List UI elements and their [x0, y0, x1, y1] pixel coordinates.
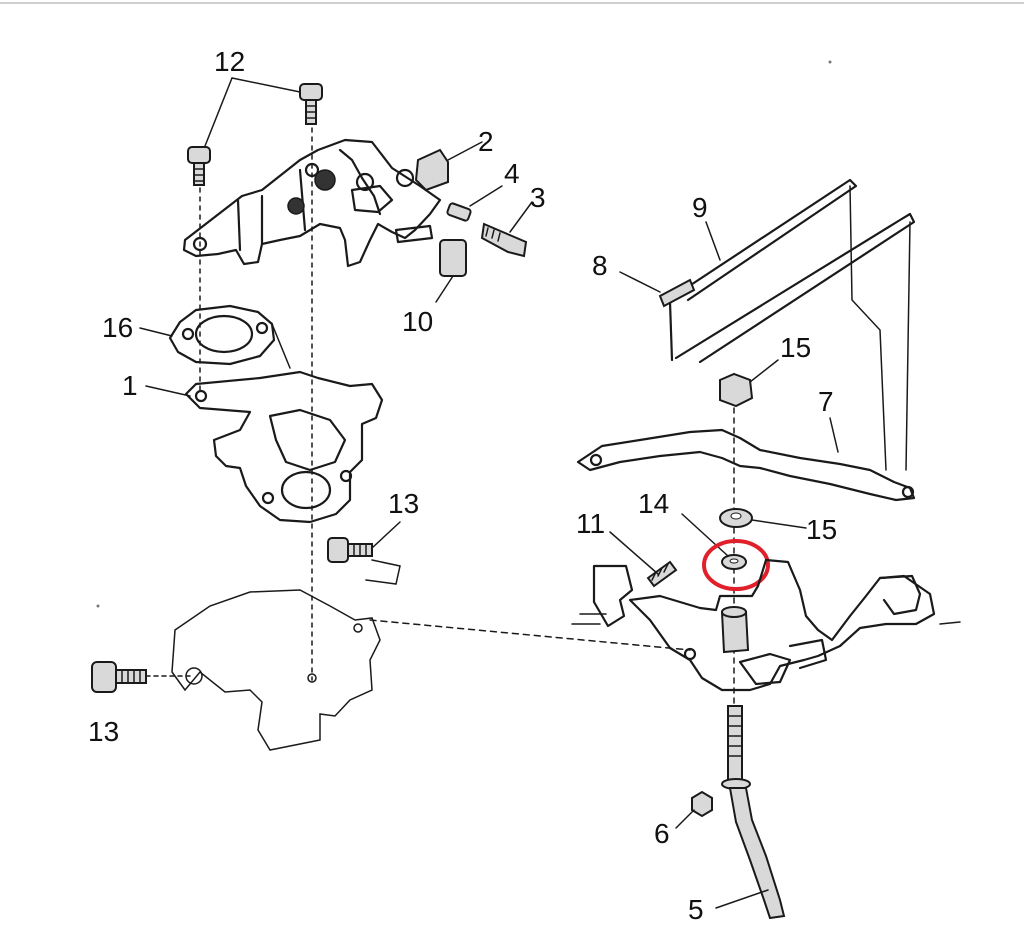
callout-15-upper: 15	[780, 332, 812, 363]
callout-16: 16	[102, 312, 134, 343]
part-10-cap	[435, 239, 467, 303]
part-16-gasket	[139, 304, 291, 369]
bolt-12-right	[299, 83, 323, 125]
control-bracket	[182, 77, 442, 681]
callout-3: 3	[530, 182, 546, 213]
part-5-shaft	[715, 705, 786, 920]
callout-7: 7	[818, 386, 834, 417]
callout-1: 1	[122, 370, 138, 401]
callout-8: 8	[592, 250, 608, 281]
part-8-9-link	[619, 178, 916, 471]
bolt-13-lower	[91, 661, 191, 693]
part-15-washer-lower	[719, 508, 807, 529]
part-6-nut	[675, 790, 713, 829]
governor-base	[571, 558, 961, 692]
part-4-spring	[446, 185, 503, 222]
bolt-13-upper	[327, 521, 401, 585]
bolt-12-left	[187, 146, 211, 186]
callout-13-lower: 13	[88, 716, 120, 747]
part-7-lever	[576, 417, 916, 502]
callout-4: 4	[504, 158, 520, 189]
engine-housing-left	[171, 589, 381, 751]
highlight-circle	[702, 539, 770, 591]
callout-10: 10	[402, 306, 434, 337]
part-15-nut-upper	[719, 359, 779, 408]
part-14-washer	[681, 513, 747, 570]
callout-12: 12	[214, 46, 246, 77]
callout-11: 11	[576, 508, 606, 539]
callout-13-upper: 13	[388, 488, 420, 519]
part-1-base-plate	[145, 370, 384, 524]
part-11-spring	[609, 531, 678, 588]
part-3-screw	[480, 201, 533, 258]
callout-9: 9	[692, 192, 708, 223]
callout-5: 5	[688, 894, 704, 925]
callout-2: 2	[478, 126, 494, 157]
callout-15-lower: 15	[806, 514, 838, 545]
callout-6: 6	[654, 818, 670, 849]
callout-14: 14	[638, 488, 670, 519]
part-2-knob	[414, 141, 483, 192]
